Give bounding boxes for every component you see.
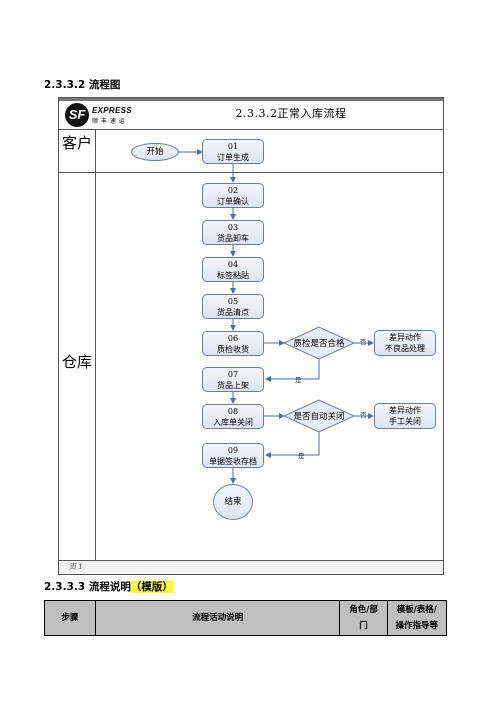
decision-shape-quality [282, 326, 356, 360]
section-heading-explanation: 2.3.3.3 流程说明（模版） [44, 579, 173, 594]
step-label: 入库单关闭 [213, 418, 253, 427]
step-label: 订单确认 [217, 197, 249, 206]
table-header-row: 步骤 流程活动说明 角色/部 门 模板/表格/ 操作指导等 [44, 600, 448, 636]
step-number: 02 [227, 186, 239, 195]
template-highlight: （模版） [130, 581, 173, 593]
flowchart-footer: 页 1 [59, 560, 443, 574]
step-number: 01 [227, 142, 239, 151]
header-step: 步骤 [44, 600, 96, 636]
logo-brand-cn-text: 顺 丰 速 运 [92, 118, 126, 125]
header-template-line1: 模板/表格/ [396, 605, 437, 615]
end-terminal: 结束 [213, 484, 253, 520]
process-step-04: 04 标签粘贴 [202, 257, 264, 282]
sf-logo-mark: SF [65, 103, 89, 127]
edge-label-yes-1: 是 [295, 376, 302, 384]
decision-label-auto-close: 是否自动关闭 [293, 412, 345, 422]
process-step-07: 07 货品上架 [202, 367, 264, 392]
edge-dec1-07 [265, 359, 320, 382]
lane-separator [59, 172, 443, 173]
flowchart-header: SF EXPRESS 顺 丰 速 运 2.3.3.2正常入库流程 [59, 98, 443, 130]
process-step-09: 09 单据签收存档 [202, 443, 264, 468]
step-label: 标签粘贴 [217, 271, 249, 280]
decision-label-quality: 质检是否合格 [293, 339, 345, 349]
edge-label-yes-2: 是 [298, 452, 305, 460]
end-label: 结束 [224, 497, 242, 507]
decision-shape-auto-close [282, 399, 356, 433]
exception-box-defective: 差异动作 不良品处理 [374, 330, 436, 356]
exception-line1: 差异动作 [389, 333, 421, 342]
header-band [59, 98, 443, 101]
step-number: 04 [227, 260, 239, 269]
logo-brand-text: EXPRESS [92, 106, 132, 115]
step-number: 03 [227, 223, 239, 232]
lane-label-customer: 客户 [62, 134, 93, 152]
flow-connectors [179, 149, 374, 484]
header-role-line2: 门 [359, 621, 368, 631]
process-step-06: 06 质检收货 [202, 331, 264, 356]
exception-box-manual-close: 差异动作 手工关闭 [374, 403, 436, 429]
step-label: 质检收货 [217, 345, 249, 354]
process-explanation-table: 步骤 流程活动说明 角色/部 门 模板/表格/ 操作指导等 [44, 600, 448, 636]
process-step-03: 03 货品卸车 [202, 220, 264, 245]
step-label: 单据签收存档 [209, 457, 257, 466]
flowchart-frame: SF EXPRESS 顺 丰 速 运 2.3.3.2正常入库流程 客户 仓库 [58, 97, 444, 575]
sf-express-logo: SF EXPRESS 顺 丰 速 运 [65, 103, 145, 127]
header-activity: 流程活动说明 [94, 600, 341, 636]
lane-divider [95, 130, 96, 560]
step-number: 06 [227, 334, 239, 343]
explanation-heading-text: 2.3.3.3 流程说明 [44, 581, 131, 593]
exception-line2: 手工关闭 [389, 417, 421, 426]
header-role-line1: 角色/部 [349, 605, 378, 615]
step-number: 08 [227, 407, 239, 416]
flowchart-title: 2.3.3.2正常入库流程 [235, 107, 347, 120]
step-number: 09 [227, 446, 239, 455]
process-step-02: 02 订单确认 [202, 183, 264, 208]
exception-line1: 差异动作 [389, 406, 421, 415]
header-template-line2: 操作指导等 [395, 621, 439, 631]
step-number: 05 [227, 297, 239, 306]
exception-line2: 不良品处理 [385, 344, 425, 353]
process-step-08: 08 入库单关闭 [202, 404, 264, 429]
edge-dec2-09 [265, 432, 320, 458]
step-label: 货品卸车 [217, 234, 249, 243]
process-step-05: 05 货品清点 [202, 294, 264, 319]
process-step-01: 01 订单生成 [202, 139, 264, 164]
edge-label-no-1: 否 [360, 338, 367, 346]
header-role: 角色/部 门 [339, 600, 388, 636]
edge-label-no-2: 否 [360, 411, 367, 419]
page-label: 页 1 [69, 563, 83, 571]
section-heading-flowchart: 2.3.3.2 流程图 [44, 79, 121, 91]
start-label: 开始 [146, 147, 164, 157]
lane-label-warehouse: 仓库 [62, 353, 93, 371]
header-template: 模板/表格/ 操作指导等 [386, 600, 448, 636]
step-number: 07 [227, 370, 239, 379]
step-label: 货品清点 [217, 308, 249, 317]
start-terminal: 开始 [131, 143, 179, 161]
step-label: 货品上架 [217, 381, 249, 390]
step-label: 订单生成 [217, 153, 249, 162]
